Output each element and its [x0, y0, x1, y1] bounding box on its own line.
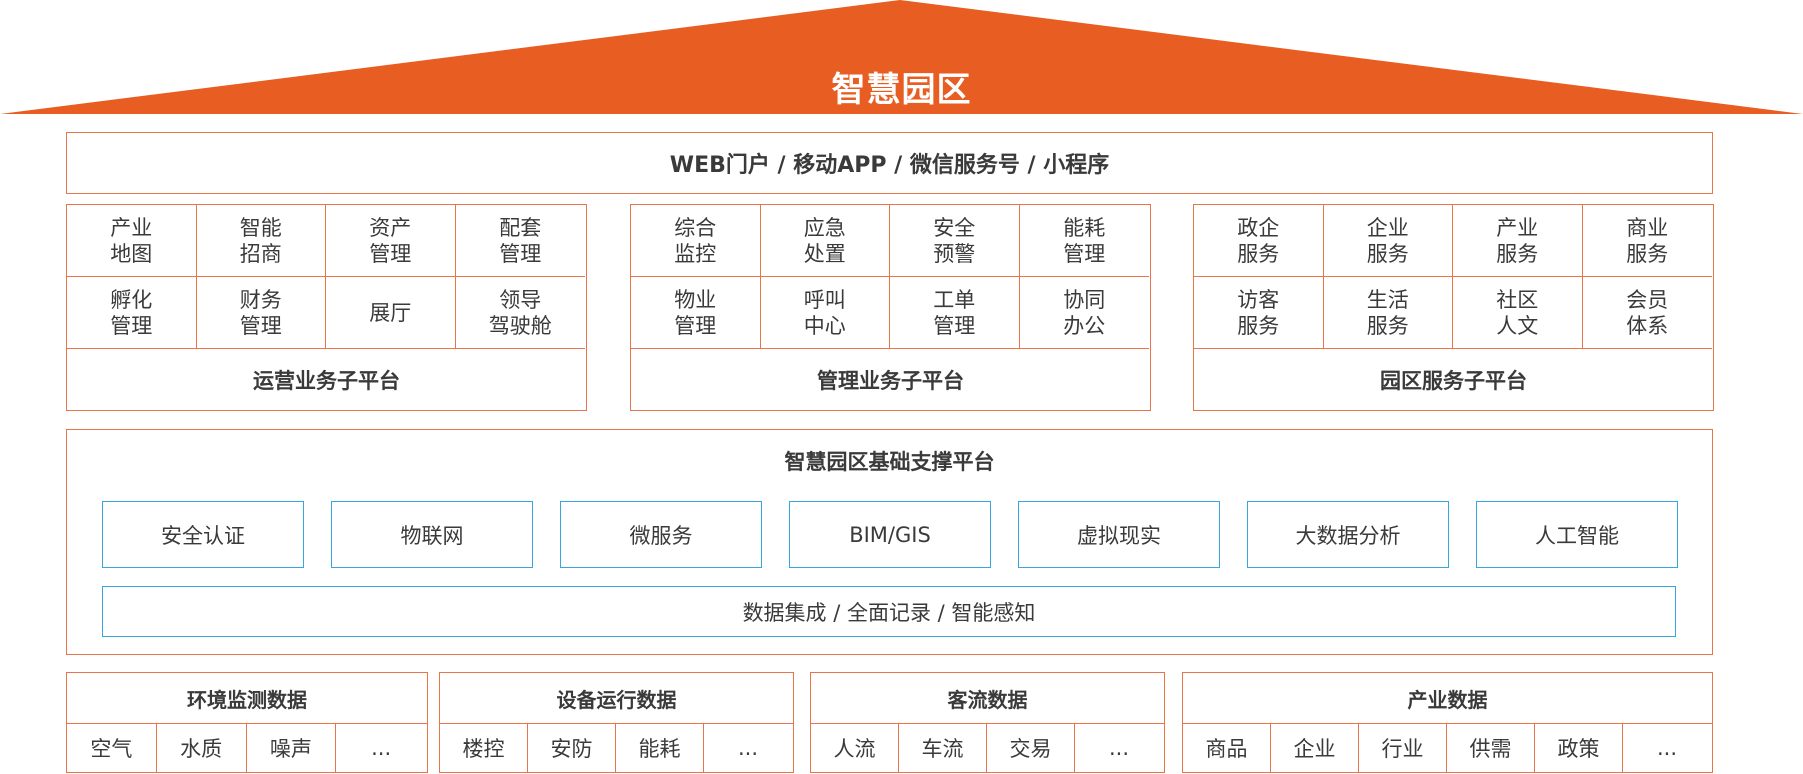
data-item: 商品	[1183, 723, 1271, 772]
data-item: 人流	[811, 723, 899, 772]
module-cell: 物业管理	[631, 277, 761, 349]
module-cell: 孵化管理	[67, 277, 197, 349]
foundation-item: 人工智能	[1476, 501, 1678, 568]
subplatform-box: 政企服务企业服务产业服务商业服务访客服务生活服务社区人文会员体系园区服务子平台	[1193, 204, 1714, 411]
data-group-box: 客流数据人流车流交易...	[810, 672, 1165, 773]
foundation-item: 微服务	[560, 501, 762, 568]
subplatform-box: 综合监控应急处置安全预警能耗管理物业管理呼叫中心工单管理协同办公管理业务子平台	[630, 204, 1151, 411]
module-cell: 领导驾驶舱	[455, 277, 585, 349]
module-cell: 安全预警	[890, 205, 1020, 277]
module-cell: 访客服务	[1194, 277, 1324, 349]
foundation-item: 虚拟现实	[1018, 501, 1220, 568]
data-group-box: 环境监测数据空气水质噪声...	[66, 672, 428, 773]
subplatform-box: 产业地图智能招商资产管理配套管理孵化管理财务管理展厅领导驾驶舱运营业务子平台	[66, 204, 587, 411]
module-cell: 生活服务	[1323, 277, 1453, 349]
page-title: 智慧园区	[831, 70, 972, 110]
data-item: ...	[737, 735, 759, 760]
data-item: 楼控	[440, 723, 528, 772]
data-item: 政策	[1535, 723, 1623, 772]
portal-bar: WEB门户 / 移动APP / 微信服务号 / 小程序	[66, 132, 1713, 194]
module-cell: 财务管理	[196, 277, 326, 349]
module-cell: 工单管理	[890, 277, 1020, 349]
module-cell: 呼叫中心	[760, 277, 890, 349]
foundation-item: 物联网	[331, 501, 533, 568]
foundation-item: BIM/GIS	[789, 501, 991, 568]
subplatform-label: 运营业务子平台	[253, 368, 400, 393]
data-item: ...	[1656, 735, 1678, 760]
data-item: 空气	[67, 723, 157, 772]
foundation-platform: 智慧园区基础支撑平台 安全认证物联网微服务 BIM/GIS 虚拟现实大数据分析人工智…	[66, 429, 1713, 655]
module-cell: 应急处置	[760, 205, 890, 277]
module-cell: 商业服务	[1582, 205, 1712, 277]
module-cell: 企业服务	[1323, 205, 1453, 277]
data-item: 能耗	[616, 723, 704, 772]
data-item: 噪声	[247, 723, 337, 772]
module-cell: 资产管理	[326, 205, 456, 277]
subplatform-label: 园区服务子平台	[1380, 368, 1527, 393]
data-group-title: 设备运行数据	[440, 673, 793, 724]
roof-shape	[0, 0, 1803, 114]
module-cell: 产业地图	[67, 205, 197, 277]
foundation-title: 智慧园区基础支撑平台	[784, 450, 995, 474]
foundation-bottom-bar: 数据集成 / 全面记录 / 智能感知	[102, 586, 1676, 637]
subplatform-label: 管理业务子平台	[817, 368, 964, 393]
module-cell: 政企服务	[1194, 205, 1324, 277]
module-cell: 协同办公	[1019, 277, 1149, 349]
data-item: 安防	[528, 723, 616, 772]
foundation-item: 大数据分析	[1247, 501, 1449, 568]
data-group-box: 产业数据商品企业行业供需政策...	[1182, 672, 1713, 773]
module-cell: 综合监控	[631, 205, 761, 277]
module-cell: 产业服务	[1453, 205, 1583, 277]
foundation-bottom-label: 数据集成 / 全面记录 / 智能感知	[742, 600, 1036, 625]
module-cell: 配套管理	[455, 205, 585, 277]
roof-banner	[0, 0, 1803, 114]
data-item: ...	[371, 735, 392, 760]
module-cell: 能耗管理	[1019, 205, 1149, 277]
data-group-title: 客流数据	[811, 673, 1164, 724]
module-cell: 智能招商	[196, 205, 326, 277]
data-item: 水质	[157, 723, 247, 772]
module-cell: 社区人文	[1453, 277, 1583, 349]
data-item: 行业	[1359, 723, 1447, 772]
data-item: ...	[1108, 735, 1130, 760]
portal-label: WEB门户 / 移动APP / 微信服务号 / 小程序	[669, 153, 1110, 178]
data-group-title: 环境监测数据	[67, 673, 427, 724]
data-item: 供需	[1447, 723, 1535, 772]
module-cell: 展厅	[326, 277, 456, 349]
data-item: 交易	[987, 723, 1075, 772]
module-cell: 会员体系	[1582, 277, 1712, 349]
data-group-title: 产业数据	[1183, 673, 1712, 724]
data-item: 企业	[1271, 723, 1359, 772]
foundation-item: 安全认证	[102, 501, 304, 568]
data-item: 车流	[899, 723, 987, 772]
data-group-box: 设备运行数据楼控安防能耗...	[439, 672, 794, 773]
